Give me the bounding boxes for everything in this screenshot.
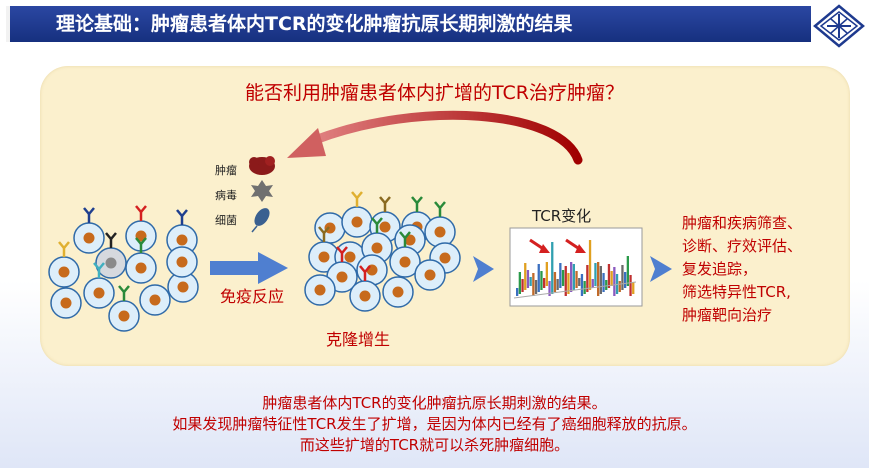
legend-bacteria: 细菌: [215, 214, 237, 227]
t-cell-icon: [341, 191, 373, 238]
tcr-receptor-icon: [371, 217, 383, 233]
t-cell-icon: [349, 265, 381, 312]
slide-title: 理论基础：肿瘤患者体内TCR的变化肿瘤抗原长期刺激的结果: [56, 13, 573, 35]
tcr-receptor-icon: [176, 209, 188, 225]
question-text: 能否利用肿瘤患者体内扩增的TCR治疗肿瘤？: [245, 82, 624, 104]
t-cell-icon: [389, 231, 421, 278]
application-item: 肿瘤和疾病筛查、: [682, 214, 803, 232]
t-cell-icon: [139, 284, 171, 316]
tcr-repertoire-chart: [509, 227, 643, 307]
expanded-t-cell-cluster: [304, 191, 461, 312]
t-cell-icon: [414, 259, 446, 291]
title-accent: [6, 6, 10, 42]
application-item: 诊断、疗效评估、: [682, 237, 803, 255]
t-cell-icon: [424, 201, 456, 248]
tcr-receptor-icon: [118, 285, 130, 301]
conclusion-line: 而这些扩增的TCR就可以杀死肿瘤细胞。: [299, 436, 570, 454]
return-arrow: [287, 110, 583, 165]
t-cell-icon: [50, 287, 82, 319]
t-cell-icon: [304, 274, 336, 306]
virus-icon: [251, 180, 273, 202]
legend-tumor: 肿瘤: [215, 164, 237, 177]
tcr-receptor-icon: [105, 232, 117, 248]
t-cell-icon: [48, 241, 80, 288]
tcr-receptor-icon: [379, 196, 391, 212]
tcr-receptor-icon: [58, 241, 70, 257]
tcr-receptor-icon: [411, 196, 423, 212]
bacteria-icon: [251, 208, 270, 233]
logo-icon: [813, 4, 865, 48]
legend-virus: 病毒: [215, 189, 237, 202]
tcr-receptor-icon: [135, 237, 147, 253]
conclusion-line: 肿瘤患者体内TCR的变化肿瘤抗原长期刺激的结果。: [262, 394, 607, 412]
arrow-to-tcr-chart: [473, 256, 494, 282]
tcr-receptor-icon: [318, 226, 330, 242]
tcr-receptor-icon: [93, 262, 105, 278]
applications-list: 肿瘤和疾病筛查、 诊断、疗效评估、 复发追踪， 筛选特异性TCR, 肿瘤靶向治疗: [682, 212, 802, 327]
tcr-receptor-icon: [336, 246, 348, 262]
conclusion-text: 肿瘤患者体内TCR的变化肿瘤抗原长期刺激的结果。 如果发现肿瘤特征性TCR发生了…: [0, 393, 869, 456]
t-cell-icon: [108, 285, 140, 332]
tcr-receptor-icon: [399, 231, 411, 247]
t-cell-icon: [95, 232, 127, 279]
t-cell-icon: [356, 254, 388, 286]
clonal-expansion-label: 克隆增生: [326, 330, 391, 349]
t-cell-icon: [125, 205, 157, 252]
tcr-receptor-icon: [83, 207, 95, 223]
application-item: 复发追踪，: [682, 260, 758, 278]
conclusion-line: 如果发现肿瘤特征性TCR发生了扩增，是因为体内已经有了癌细胞释放的抗原。: [172, 415, 697, 433]
immune-response-label: 免疫反应: [220, 287, 285, 306]
tcr-change-label: TCR变化: [532, 207, 592, 225]
immune-response-arrow: [210, 252, 288, 284]
application-item: 肿瘤靶向治疗: [682, 306, 773, 324]
title-bar: 理论基础：肿瘤患者体内TCR的变化肿瘤抗原长期刺激的结果: [6, 6, 811, 42]
tcr-receptor-icon: [434, 201, 446, 217]
tcr-receptor-icon: [135, 205, 147, 221]
t-cell-icon: [83, 262, 115, 309]
naive-t-cell-cluster: [48, 205, 199, 332]
tcr-receptor-icon: [351, 191, 363, 207]
t-cell-icon: [382, 276, 414, 308]
t-cell-icon: [125, 237, 157, 284]
t-cell-icon: [73, 207, 105, 254]
tumor-icon: [249, 156, 275, 175]
application-item: 筛选特异性TCR,: [682, 283, 791, 301]
tcr-receptor-icon: [359, 265, 371, 281]
t-cell-icon: [166, 246, 198, 278]
arrow-to-applications: [650, 256, 672, 282]
